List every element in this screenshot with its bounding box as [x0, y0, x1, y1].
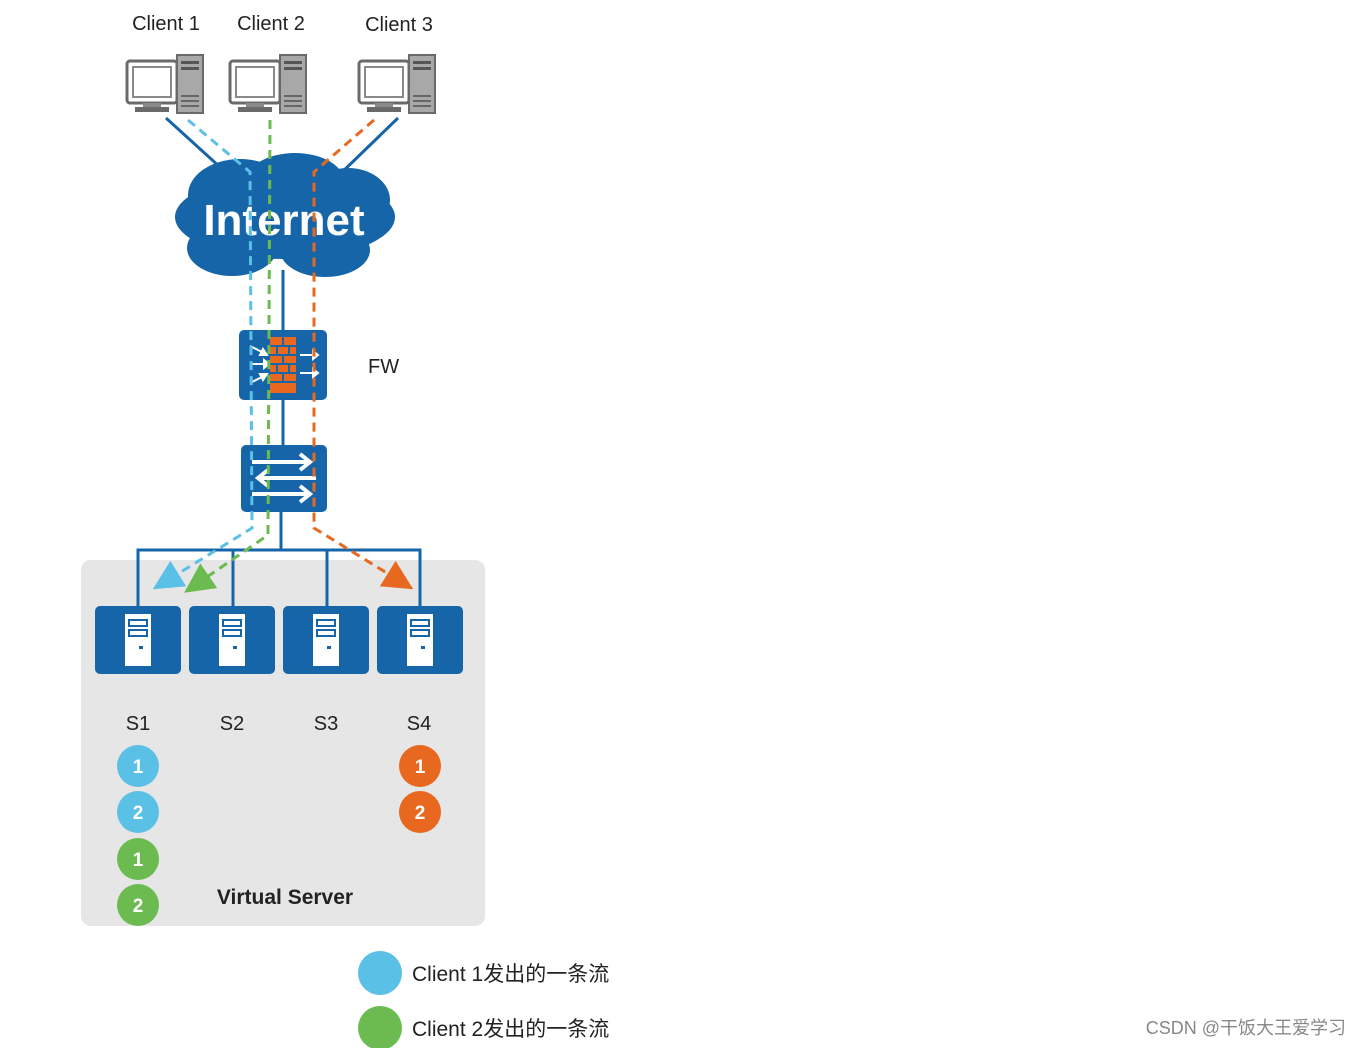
- server-icon: [376, 605, 464, 675]
- flow-badge-s1-3: 1: [117, 838, 159, 880]
- internet-cloud: Internet: [175, 153, 395, 277]
- svg-text:2: 2: [415, 803, 426, 824]
- internet-label: Internet: [203, 196, 365, 245]
- pc-icon: [228, 53, 308, 115]
- flow-client2-dashed: [184, 119, 272, 593]
- flow-client1-dashed: [152, 118, 254, 590]
- server-bus: [136, 548, 422, 606]
- watermark: CSDN @干饭大王爱学习: [1145, 1018, 1346, 1038]
- client-2-label: Client 2: [237, 13, 305, 35]
- client-3: Client 3: [357, 14, 437, 115]
- server-s3-label: S3: [314, 713, 338, 735]
- flow-badge-s4-1: 1: [399, 745, 441, 787]
- client-1-label: Client 1: [132, 13, 200, 35]
- client-3-label: Client 3: [365, 14, 433, 36]
- svg-text:1: 1: [133, 850, 144, 871]
- svg-text:1: 1: [133, 757, 144, 778]
- svg-text:2: 2: [133, 896, 144, 917]
- legend-swatch: [358, 1006, 402, 1048]
- switch: [241, 445, 327, 512]
- server-icon: [94, 605, 182, 675]
- switch-arrows-icon: [252, 452, 316, 504]
- flow-badge-s1-2: 2: [117, 791, 159, 833]
- svg-text:2: 2: [133, 803, 144, 824]
- server-s1: S1: [94, 605, 182, 735]
- link-client3-internet: [334, 116, 400, 180]
- flow-client3-dashed: [312, 118, 414, 590]
- svg-text:1: 1: [415, 757, 426, 778]
- legend-client-2: Client 2发出的一条流: [358, 1006, 609, 1048]
- virtual-server-label: Virtual Server: [217, 886, 353, 909]
- server-s2: S2: [188, 605, 276, 735]
- server-s4: S4: [376, 605, 464, 735]
- server-icon: [188, 605, 276, 675]
- legend-client-1: Client 1发出的一条流: [358, 951, 609, 995]
- flow-badge-s1-4: 2: [117, 884, 159, 926]
- firewall-label: FW: [368, 356, 399, 378]
- legend-label: Client 1发出的一条流: [412, 963, 609, 986]
- client-2: Client 2: [228, 13, 308, 115]
- server-s3: S3: [282, 605, 370, 735]
- server-s2-label: S2: [220, 713, 244, 735]
- flow-badge-s4-2: 2: [399, 791, 441, 833]
- legend-swatch: [358, 951, 402, 995]
- legend-label: Client 2发出的一条流: [412, 1018, 609, 1041]
- client-1: Client 1: [125, 13, 205, 115]
- firewall: [239, 330, 327, 400]
- server-s1-label: S1: [126, 713, 150, 735]
- server-icon: [282, 605, 370, 675]
- pc-icon: [357, 53, 437, 115]
- brick-wall-icon: [270, 337, 296, 393]
- server-s4-label: S4: [407, 713, 431, 735]
- pc-icon: [125, 53, 205, 115]
- flow-badge-s1-1: 1: [117, 745, 159, 787]
